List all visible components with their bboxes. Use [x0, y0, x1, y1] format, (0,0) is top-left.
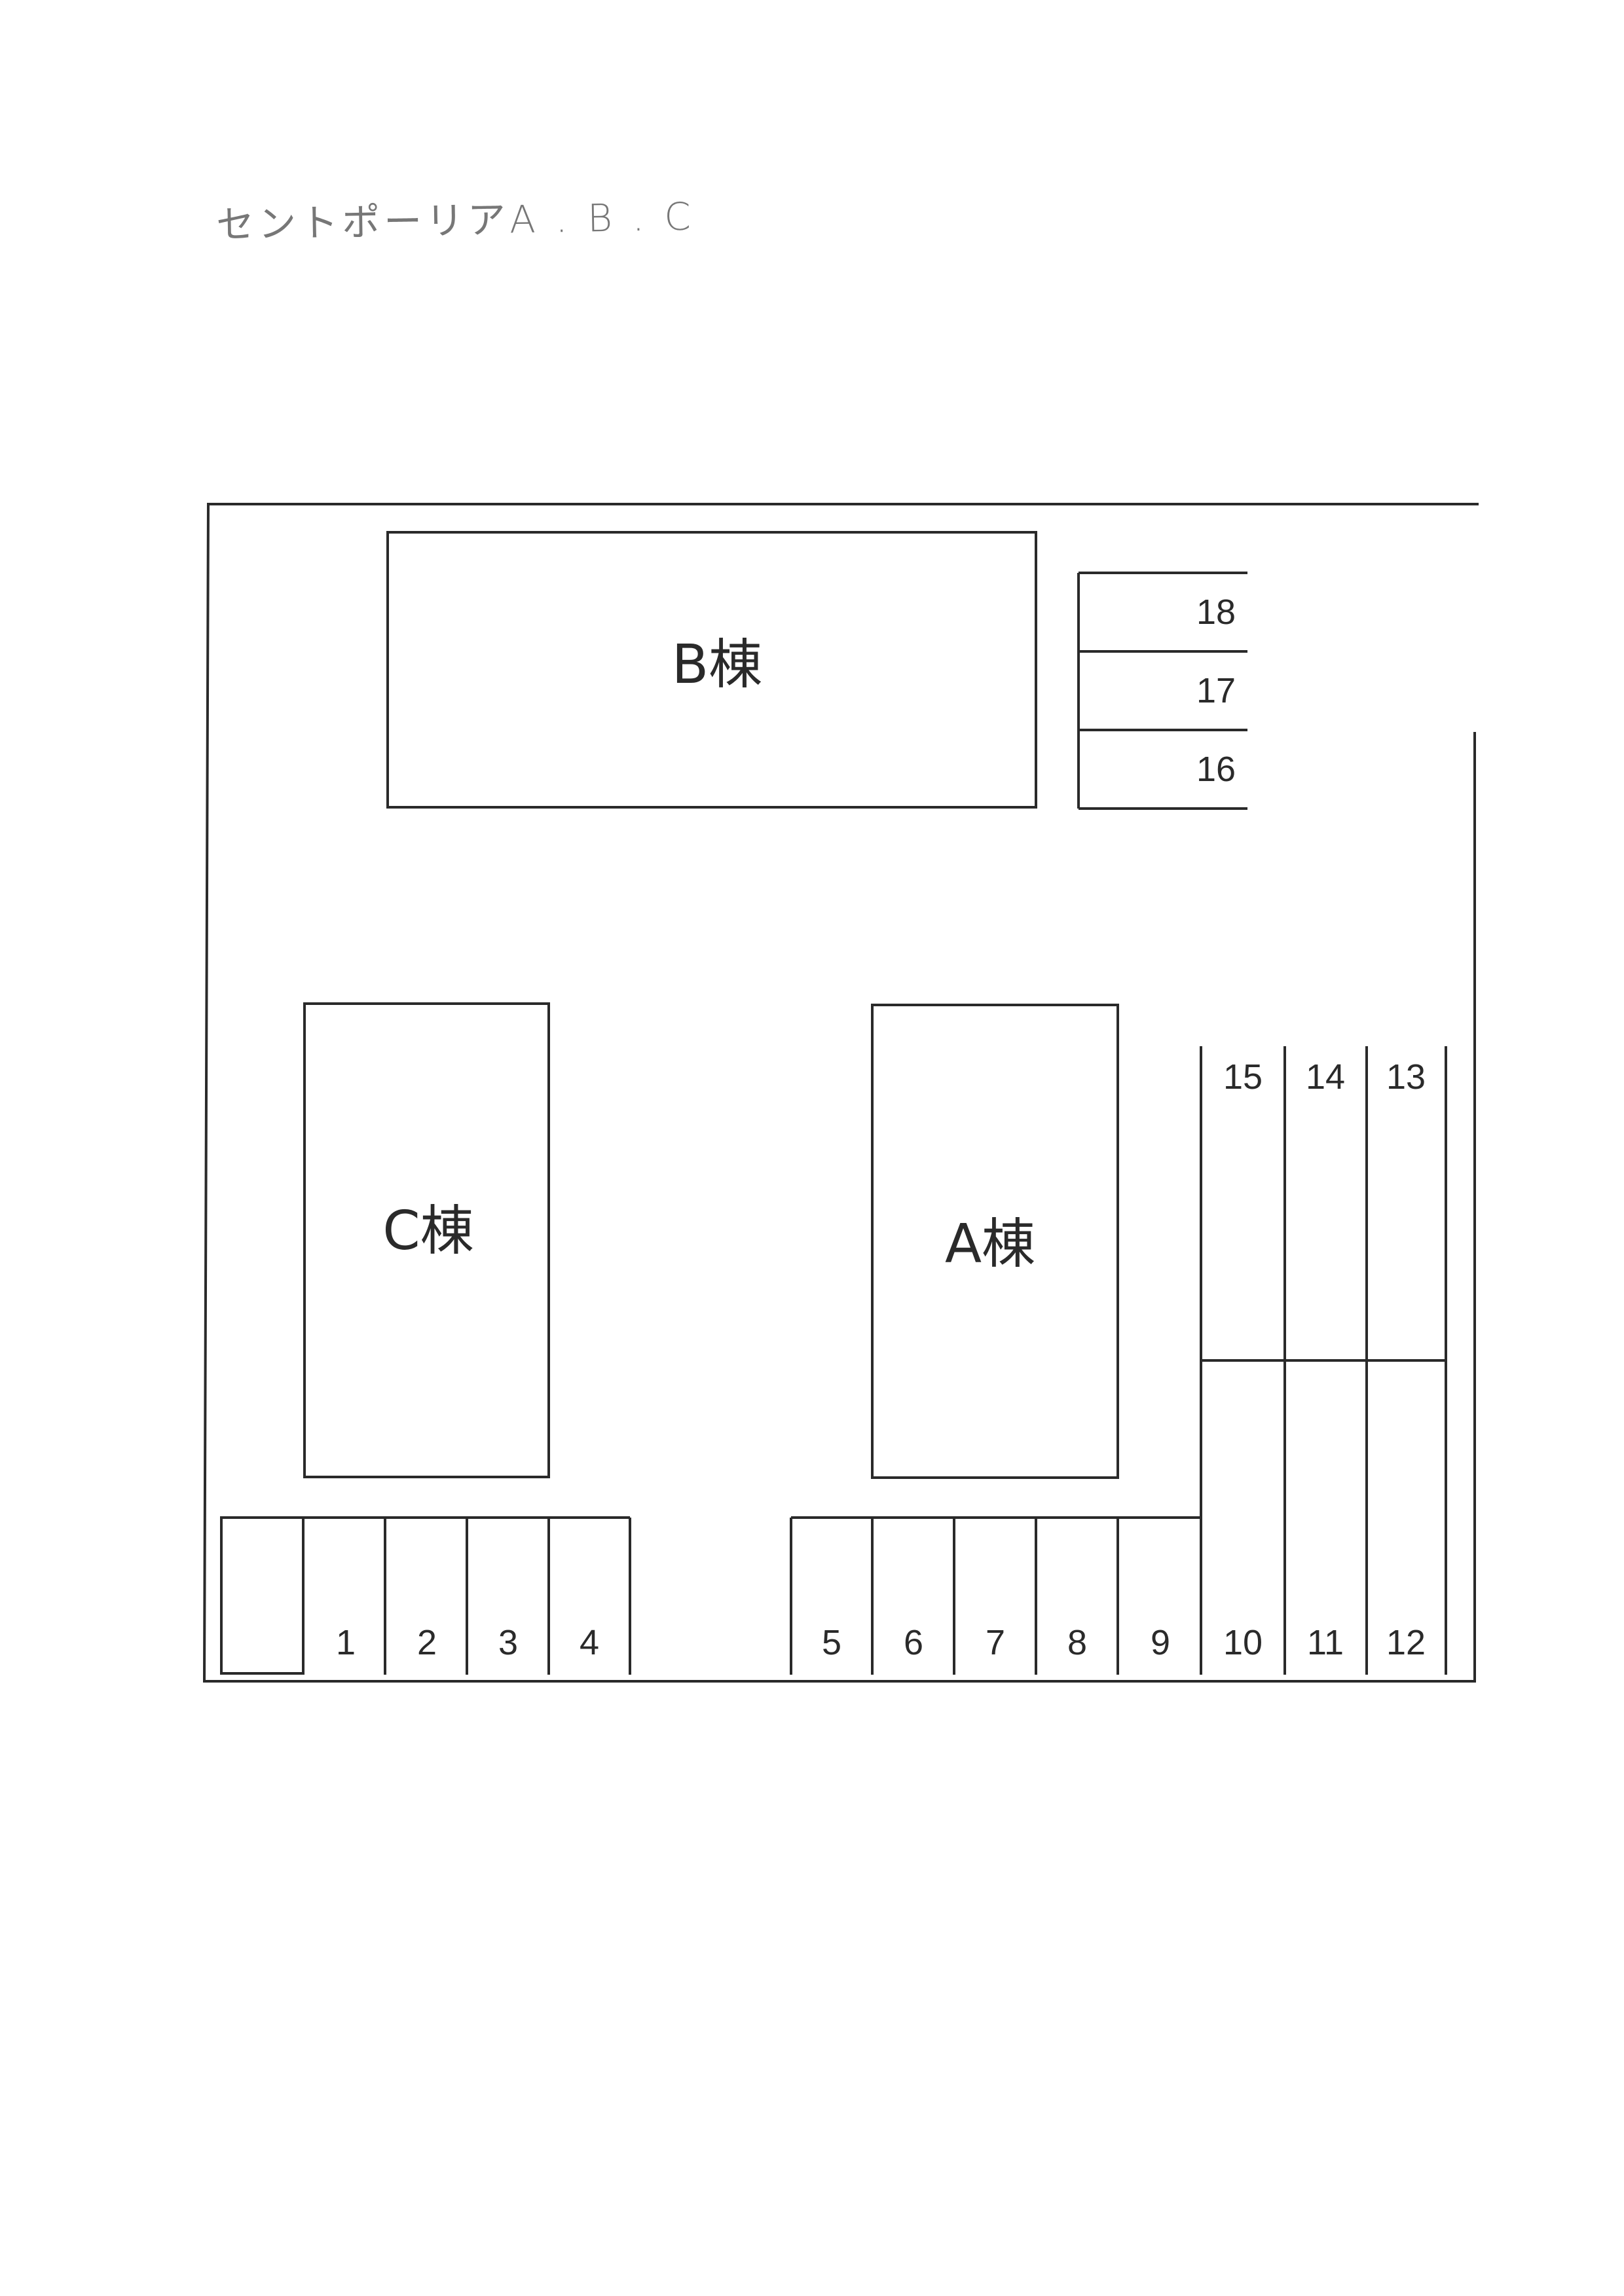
parking-group-5-9 [790, 1516, 1201, 1675]
building-c-label: C棟 [382, 1200, 473, 1262]
parking-space-18: 18 [1196, 592, 1236, 632]
parking-group-1-4 [220, 1516, 631, 1675]
building-a-label: A棟 [945, 1213, 1035, 1275]
building-b-outline [386, 531, 1037, 809]
building-b-label: B棟 [672, 634, 762, 696]
parking-space-11: 11 [1307, 1623, 1344, 1662]
building-a-outline [871, 1004, 1119, 1479]
parking-space-16: 16 [1196, 750, 1236, 789]
parking-space-12: 12 [1386, 1623, 1426, 1662]
parking-space-10: 10 [1223, 1623, 1263, 1662]
parking-space-2: 2 [417, 1623, 437, 1662]
parking-space-17: 17 [1196, 671, 1236, 710]
parking-space-7: 7 [986, 1623, 1005, 1662]
site-boundary [202, 503, 1479, 1683]
parking-space-4: 4 [580, 1623, 599, 1662]
parking-group-16-18 [1077, 572, 1247, 810]
parking-space-9: 9 [1151, 1623, 1170, 1662]
parking-space-15: 15 [1223, 1057, 1263, 1097]
building-c-outline [303, 1002, 550, 1478]
parking-space-6: 6 [904, 1623, 923, 1662]
parking-space-3: 3 [498, 1623, 518, 1662]
parking-space-1: 1 [336, 1623, 356, 1662]
parking-space-8: 8 [1067, 1623, 1087, 1662]
parking-space-13: 13 [1386, 1057, 1426, 1097]
parking-space-14: 14 [1306, 1057, 1345, 1097]
parking-group-10-15 [1200, 1046, 1447, 1675]
parking-space-5: 5 [822, 1623, 841, 1662]
